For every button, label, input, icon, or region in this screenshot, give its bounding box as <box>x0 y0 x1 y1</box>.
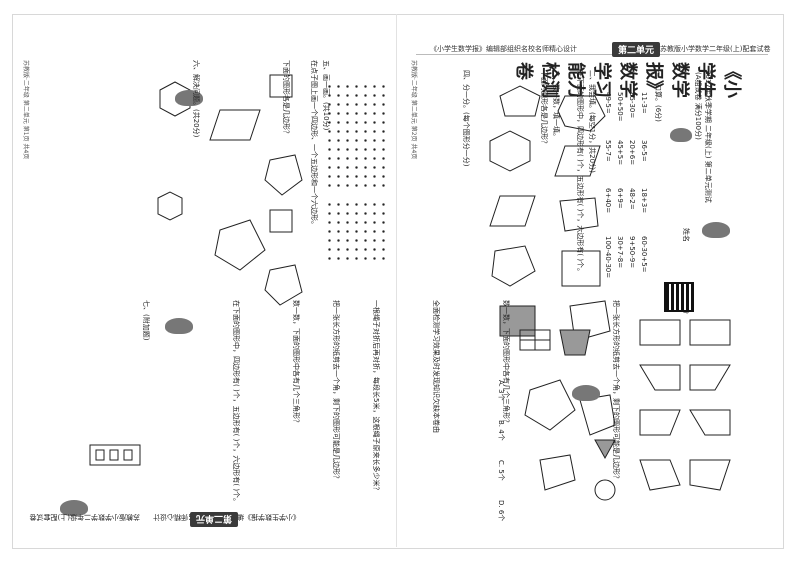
exam-subtitle: 2017年秋季学期 二年级(上) 第二单元测试 <box>704 70 712 203</box>
q4-title: 四、分一分。(每个图形分一分) <box>462 70 470 167</box>
arith-q1-title: 一、口算。(6分) <box>654 70 662 122</box>
q-fill: 下面的图形各是几边形？ <box>540 70 548 147</box>
unit-badge-top: 第二单元 <box>612 42 661 57</box>
arith-item: 18+3= <box>640 188 648 214</box>
option-a: A. 3个 <box>497 380 505 401</box>
q-cut: 把一张长方形的纸剪去一个角，剩下的图形可能是几边形？ <box>612 300 620 482</box>
unit-badge-bottom: 第二单元 <box>190 512 239 527</box>
folding-diagrams <box>639 319 731 491</box>
mascot-small-icon <box>670 128 692 142</box>
quad-shape-2 <box>569 300 611 342</box>
pentagon-irregular-shape <box>491 245 536 287</box>
option-d: D. 6个 <box>497 500 505 522</box>
q-draw: 在点子图上画一个四边形、一个五边形和一个六边形。 <box>310 60 318 228</box>
option-c: C. 5个 <box>497 460 505 481</box>
pentagon-shape-3 <box>264 264 303 306</box>
hexagon-shape <box>489 130 531 172</box>
qr-code <box>664 282 694 312</box>
fold-step <box>689 409 731 436</box>
q-count: 数一数，下面的图形中各有几个三角形？ <box>502 300 510 426</box>
q-story-4: 在下面的图形中，四边形有( )个，五边形有( )个，六边形有( )个。 <box>232 300 240 506</box>
mascot-icon <box>60 500 88 516</box>
shapes-panel <box>489 85 611 342</box>
prism-shape <box>524 379 576 431</box>
trapezoid-shape <box>554 145 601 177</box>
q-story-3: 数一数，下面的图形中各有几个三角形？ <box>292 300 300 426</box>
q6-title: 六、解决问题。(共20分) <box>192 60 200 138</box>
parallelogram-shape <box>209 109 261 141</box>
arith-item: 11-3= <box>640 92 648 114</box>
hexagon-row <box>159 81 191 117</box>
fold-step <box>639 364 681 391</box>
mascot-icon <box>175 90 203 106</box>
footer-left: 苏教版·二年级 第二单元 第1页 共4页 <box>22 60 29 160</box>
square-shape <box>269 74 293 98</box>
page-border <box>12 14 784 549</box>
top-header-band <box>416 38 768 55</box>
q7-title: 七、(附加题) <box>142 300 150 341</box>
q-story-2: 把一张长方形的纸剪去一个角，剩下的图形可能是几边形？ <box>332 300 340 482</box>
fold-step <box>689 364 731 391</box>
mascot-icon <box>165 318 193 334</box>
triangle-shaded <box>594 439 616 460</box>
form-label: (A组试卷 满分100分) <box>694 72 702 140</box>
fold-line <box>396 14 397 547</box>
circle-divided <box>594 479 616 501</box>
hexagon-irregular-shape <box>557 95 606 132</box>
fold-rect <box>639 319 681 346</box>
q3-title: 三、数一数，填一填。 <box>552 70 560 140</box>
fold-step <box>639 409 681 436</box>
shaded-quad <box>559 329 591 356</box>
fold-step <box>689 459 731 491</box>
hexagon-shape <box>159 81 191 117</box>
fold-step <box>639 459 681 491</box>
arith-item: 36-5= <box>640 140 648 162</box>
edition-bottom: 苏教版小学数学二年级(上)配套试卷 <box>29 513 140 521</box>
edition-top: 苏教版小学数学二年级(上)配套试卷 <box>660 45 771 53</box>
choice-shapes <box>519 329 616 501</box>
name-label: 姓名 <box>682 228 690 242</box>
building-rect <box>89 444 141 466</box>
fold-rect <box>689 319 731 346</box>
quad-shape <box>559 197 599 232</box>
mascot-icon <box>572 385 600 401</box>
mascot-icon <box>702 222 730 238</box>
quad-shape-3 <box>539 454 576 491</box>
pentagon-shape <box>264 154 303 196</box>
q-story: 一根绳子对折后再对折，每段长5米，这根绳子原来长多少米？ <box>372 300 380 494</box>
bottom-note: 全面检测学习效果及时发现知识欠缺本卷由 <box>432 300 440 433</box>
dot-grid-2 <box>325 200 385 260</box>
rhombus-shape <box>579 394 616 436</box>
pentagon-shape-2 <box>214 219 266 271</box>
rect-shape <box>561 250 601 287</box>
hexagon-shape <box>157 191 183 221</box>
q-fill-left: 下面的图形各是几边形？ <box>282 60 290 137</box>
building-icon <box>89 444 141 466</box>
hexagon-item <box>157 191 183 221</box>
footer-right: 苏教版·二年级 第二单元 第2页 共4页 <box>410 60 417 160</box>
pentagon-shape <box>499 85 541 117</box>
edition-bottom-block: 苏教版小学数学二年级(上)配套试卷 <box>30 511 140 530</box>
left-shapes <box>209 74 303 306</box>
publisher-top: 《小学生数学报》编辑部组织名校名师精心设计 <box>430 45 577 53</box>
dot-grid-1 <box>325 82 385 192</box>
square-shape-2 <box>269 209 293 233</box>
arith-item: 60-30+5= <box>640 236 648 273</box>
parallelogram-shape <box>489 195 536 227</box>
option-b: B. 4个 <box>497 420 505 441</box>
